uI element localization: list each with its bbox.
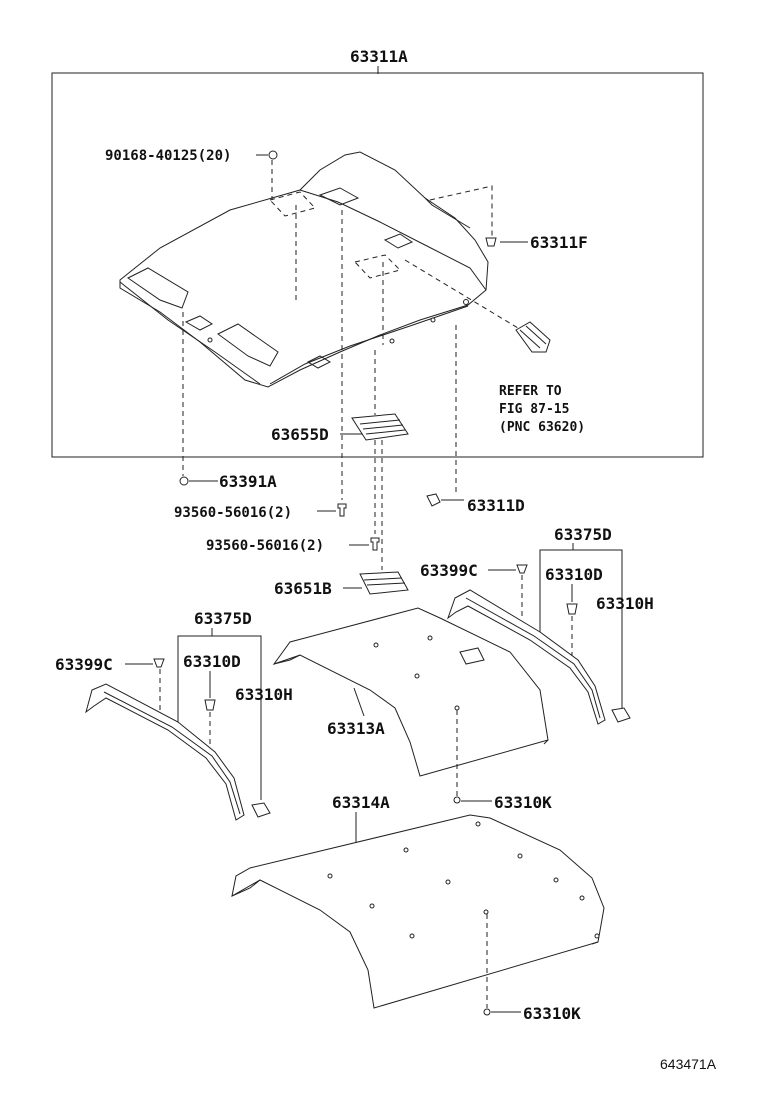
lamp-assembly-icon: [515, 321, 551, 353]
clip-right-63310D-icon: [566, 603, 578, 615]
label-left-63310D: 63310D: [183, 652, 241, 671]
dashline-lamp: [404, 259, 519, 329]
clip-63311D-icon: [426, 493, 441, 507]
label-63655D: 63655D: [271, 425, 329, 444]
clip-left-63310H-icon: [251, 802, 271, 818]
clip-right-63310H-icon: [611, 707, 631, 723]
pad-63313A: [272, 607, 549, 777]
clip-63310K-lower-icon: [483, 1008, 491, 1016]
label-90168-40125: 90168-40125(20): [105, 148, 231, 164]
headlining-frame: [51, 72, 704, 458]
refer-line3: (PNC 63620): [499, 420, 585, 435]
label-right-63375D: 63375D: [554, 525, 612, 544]
label-63311A: 63311A: [350, 47, 408, 66]
label-63313A: 63313A: [327, 719, 385, 738]
clip-63391A-icon: [179, 476, 189, 486]
label-left-63375D: 63375D: [194, 609, 252, 628]
screw-icon: [268, 150, 278, 160]
refer-line2: FIG 87-15: [499, 402, 569, 417]
clip-right-63399C-icon: [516, 564, 528, 574]
label-63651B: 63651B: [274, 579, 332, 598]
figure-number: 643471A: [660, 1056, 717, 1072]
headlining-panel: [119, 151, 489, 388]
refer-line1: REFER TO: [499, 384, 562, 399]
label-63310K-upper: 63310K: [494, 793, 552, 812]
clip-left-63310D-icon: [204, 699, 216, 711]
clip-icon: [485, 237, 497, 247]
label-right-63310H: 63310H: [596, 594, 654, 613]
pad-63314A: [231, 814, 605, 1009]
label-63310K-lower: 63310K: [523, 1004, 581, 1023]
right-side-rail: [446, 589, 606, 725]
label-93560-a: 93560-56016(2): [174, 505, 292, 521]
label-93560-b: 93560-56016(2): [206, 538, 324, 554]
cover-63651B-icon: [359, 571, 409, 595]
label-63314A: 63314A: [332, 793, 390, 812]
label-left-63399C: 63399C: [55, 655, 113, 674]
bracket-left-63375D: [177, 635, 262, 800]
screw-93560-b-icon: [370, 537, 380, 551]
label-right-63399C: 63399C: [420, 561, 478, 580]
label-left-63310H: 63310H: [235, 685, 293, 704]
left-side-rail: [85, 683, 245, 821]
label-63391A: 63391A: [219, 472, 277, 491]
label-63311F: 63311F: [530, 233, 588, 252]
clip-63310K-upper-icon: [453, 796, 461, 804]
cover-63655D-icon: [351, 413, 409, 441]
bracket-right-63375D: [539, 549, 623, 712]
dashline-63311F: [429, 185, 493, 236]
label-right-63310D: 63310D: [545, 565, 603, 584]
screw-93560-a-icon: [337, 503, 347, 517]
leader-63313A: [353, 687, 365, 717]
clip-left-63399C-icon: [153, 658, 165, 668]
label-63311D: 63311D: [467, 496, 525, 515]
